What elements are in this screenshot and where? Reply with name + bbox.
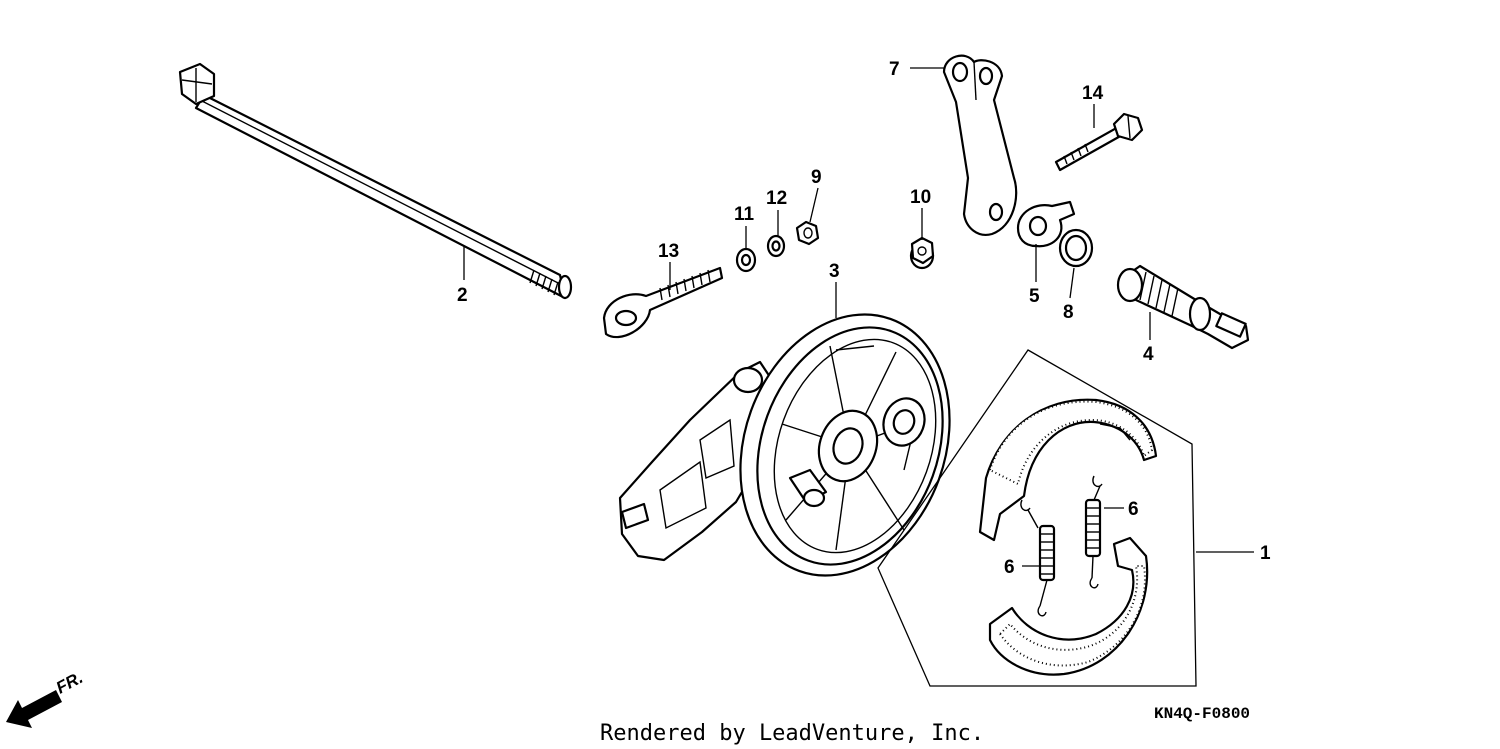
callout-9: 9 [811, 167, 822, 188]
callout-labels: 1 2 3 4 5 6 6 7 8 9 10 11 12 13 14 [457, 59, 1271, 578]
brake-arm-bolt[interactable] [1054, 112, 1144, 172]
callout-8: 8 [1063, 302, 1074, 323]
leader-lines [463, 67, 1254, 567]
brake-shoe-spring-left[interactable] [1020, 499, 1056, 617]
callout-7: 7 [889, 59, 900, 80]
plain-washer[interactable] [735, 247, 757, 273]
diagram-code: KN4Q-F0800 [1154, 705, 1250, 723]
wear-indicator-plate[interactable] [1016, 200, 1076, 248]
callout-13: 13 [658, 241, 679, 262]
lock-washer[interactable] [766, 234, 786, 258]
rear-axle[interactable] [178, 62, 573, 300]
flange-nut[interactable] [909, 236, 935, 270]
callout-1: 1 [1260, 543, 1271, 564]
front-direction-indicator: FR. [6, 668, 86, 728]
callout-4: 4 [1143, 344, 1154, 365]
brake-arm[interactable] [942, 54, 1018, 236]
brake-shoe-assembly-outline [877, 349, 1197, 687]
callout-6-left: 6 [1004, 557, 1015, 578]
brake-cam[interactable] [1116, 264, 1250, 350]
callout-10: 10 [910, 187, 931, 208]
brake-panel[interactable] [618, 285, 985, 605]
brake-shoe-upper[interactable] [978, 398, 1158, 542]
brake-shoe-spring-right[interactable] [1084, 475, 1103, 589]
callout-3: 3 [829, 261, 840, 282]
callout-2: 2 [457, 285, 468, 306]
callout-5: 5 [1029, 286, 1040, 307]
brake-shoe-lower[interactable] [988, 536, 1149, 676]
front-label: FR. [53, 668, 86, 698]
callout-6-right: 6 [1128, 499, 1139, 520]
hex-nut-small[interactable] [795, 220, 820, 246]
callout-11: 11 [734, 204, 755, 225]
callout-14: 14 [1082, 83, 1104, 104]
render-credit: Rendered by LeadVenture, Inc. [600, 721, 984, 746]
front-arrow-icon [6, 690, 62, 728]
brake-arm-stud[interactable] [602, 266, 724, 339]
felt-seal[interactable] [1058, 228, 1094, 268]
callout-12: 12 [766, 188, 787, 209]
